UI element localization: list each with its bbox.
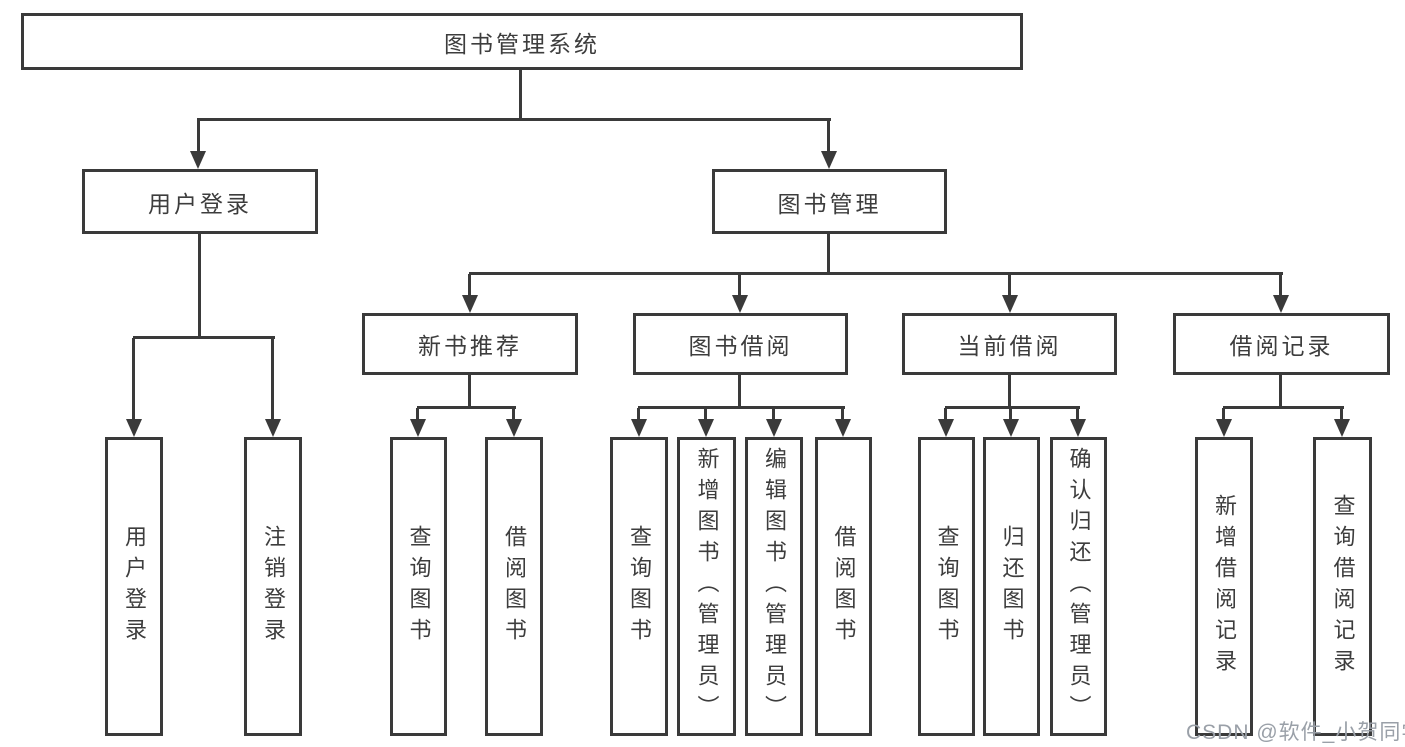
connector-cb-confirm-stem <box>1076 408 1079 421</box>
leaf-br-query-record: 查询借阅记录 <box>1313 437 1372 736</box>
connector-current-borrow-stem <box>1008 274 1011 296</box>
node-user-login: 用户登录 <box>82 169 318 234</box>
node-borrow-records: 借阅记录 <box>1173 313 1390 375</box>
arrow-to-bb-add <box>698 419 714 437</box>
connector-new-book-stem <box>468 274 471 296</box>
connector-nb-down <box>468 375 471 408</box>
leaf-nb-borrow-books-label: 借阅图书 <box>502 524 527 649</box>
node-current-borrowing: 当前借阅 <box>902 313 1117 375</box>
arrow-to-ul-login <box>126 419 142 437</box>
arrow-to-bb-borrow <box>835 419 851 437</box>
leaf-nb-query-books: 查询图书 <box>390 437 447 736</box>
connector-nb-bar <box>417 406 516 409</box>
arrow-to-borrow-records <box>1273 295 1289 313</box>
arrow-to-ul-logout <box>265 419 281 437</box>
leaf-bb-add-books-admin-label: 新增图书（管理员） <box>694 447 720 726</box>
connector-ul-login-stem <box>132 338 135 420</box>
connector-cb-query-stem <box>944 408 947 421</box>
arrow-to-cb-confirm <box>1070 419 1086 437</box>
connector-bb-borrow-stem <box>841 408 844 421</box>
arrow-to-book-mgmt <box>821 151 837 169</box>
connector-br-bar <box>1223 406 1344 409</box>
connector-book-mgmt-stem <box>827 120 830 153</box>
connector-br-query-stem <box>1340 408 1343 421</box>
leaf-bb-edit-books-admin-label: 编辑图书（管理员） <box>762 447 787 726</box>
node-root-library-management-system: 图书管理系统 <box>21 13 1023 70</box>
leaf-bb-query-books: 查询图书 <box>610 437 668 736</box>
leaf-nb-borrow-books: 借阅图书 <box>485 437 543 736</box>
connector-book-mgmt-down <box>827 234 830 274</box>
leaf-cb-query-books-label: 查询图书 <box>934 524 960 649</box>
arrow-to-nb-query <box>410 419 426 437</box>
arrow-to-new-book-rec <box>462 295 478 313</box>
connector-bb-edit-stem <box>772 408 775 421</box>
arrow-to-book-borrow <box>732 295 748 313</box>
connector-borrow-records-stem <box>1279 274 1282 296</box>
connector-book-mgmt-bar <box>469 272 1283 275</box>
connector-br-down <box>1279 375 1282 408</box>
connector-bb-bar <box>638 406 845 409</box>
connector-user-login-down <box>198 234 201 338</box>
leaf-cb-confirm-return-admin: 确认归还（管理员） <box>1050 437 1107 736</box>
arrow-to-cb-query <box>938 419 954 437</box>
connector-cb-return-stem <box>1009 408 1012 421</box>
leaf-logout: 注销登录 <box>244 437 302 736</box>
arrow-to-current-borrow <box>1002 295 1018 313</box>
connector-user-login-stem <box>197 120 200 153</box>
node-new-book-recommend: 新书推荐 <box>362 313 578 375</box>
connector-root-stem <box>519 69 522 120</box>
leaf-bb-add-books-admin: 新增图书（管理员） <box>677 437 736 736</box>
leaf-br-add-record-label: 新增借阅记录 <box>1212 493 1237 680</box>
connector-bb-query-stem <box>637 408 640 421</box>
leaf-bb-borrow-books: 借阅图书 <box>815 437 872 736</box>
connector-nb-borrow-stem <box>512 408 515 421</box>
connector-bb-down <box>738 375 741 408</box>
leaf-br-add-record: 新增借阅记录 <box>1195 437 1253 736</box>
leaf-cb-return-books-label: 归还图书 <box>999 524 1025 649</box>
arrow-to-br-add <box>1216 419 1232 437</box>
connector-nb-query-stem <box>416 408 419 421</box>
leaf-bb-edit-books-admin: 编辑图书（管理员） <box>745 437 803 736</box>
connector-br-add-stem <box>1222 408 1225 421</box>
arrow-to-nb-borrow <box>506 419 522 437</box>
connector-root-bar <box>197 118 831 121</box>
leaf-cb-confirm-return-admin-label: 确认归还（管理员） <box>1066 447 1092 726</box>
arrow-to-bb-query <box>631 419 647 437</box>
connector-user-login-bar <box>133 336 275 339</box>
connector-bb-add-stem <box>704 408 707 421</box>
connector-ul-logout-stem <box>271 338 274 420</box>
leaf-logout-label: 注销登录 <box>261 524 286 649</box>
leaf-cb-return-books: 归还图书 <box>983 437 1040 736</box>
csdn-watermark: CSDN @软件_小贺同学 <box>1186 721 1405 744</box>
connector-cb-bar <box>945 406 1080 409</box>
connector-cb-down <box>1008 375 1011 408</box>
leaf-br-query-record-label: 查询借阅记录 <box>1330 493 1356 680</box>
leaf-nb-query-books-label: 查询图书 <box>406 524 432 649</box>
node-book-management: 图书管理 <box>712 169 947 234</box>
arrow-to-user-login <box>190 151 206 169</box>
connector-book-borrow-stem <box>738 274 741 296</box>
leaf-user-login: 用户登录 <box>105 437 163 736</box>
arrow-to-br-query <box>1334 419 1350 437</box>
leaf-user-login-label: 用户登录 <box>122 524 147 649</box>
arrow-to-cb-return <box>1003 419 1019 437</box>
leaf-cb-query-books: 查询图书 <box>918 437 975 736</box>
arrow-to-bb-edit <box>766 419 782 437</box>
leaf-bb-borrow-books-label: 借阅图书 <box>831 524 857 649</box>
node-book-borrowing: 图书借阅 <box>633 313 848 375</box>
leaf-bb-query-books-label: 查询图书 <box>627 524 652 649</box>
